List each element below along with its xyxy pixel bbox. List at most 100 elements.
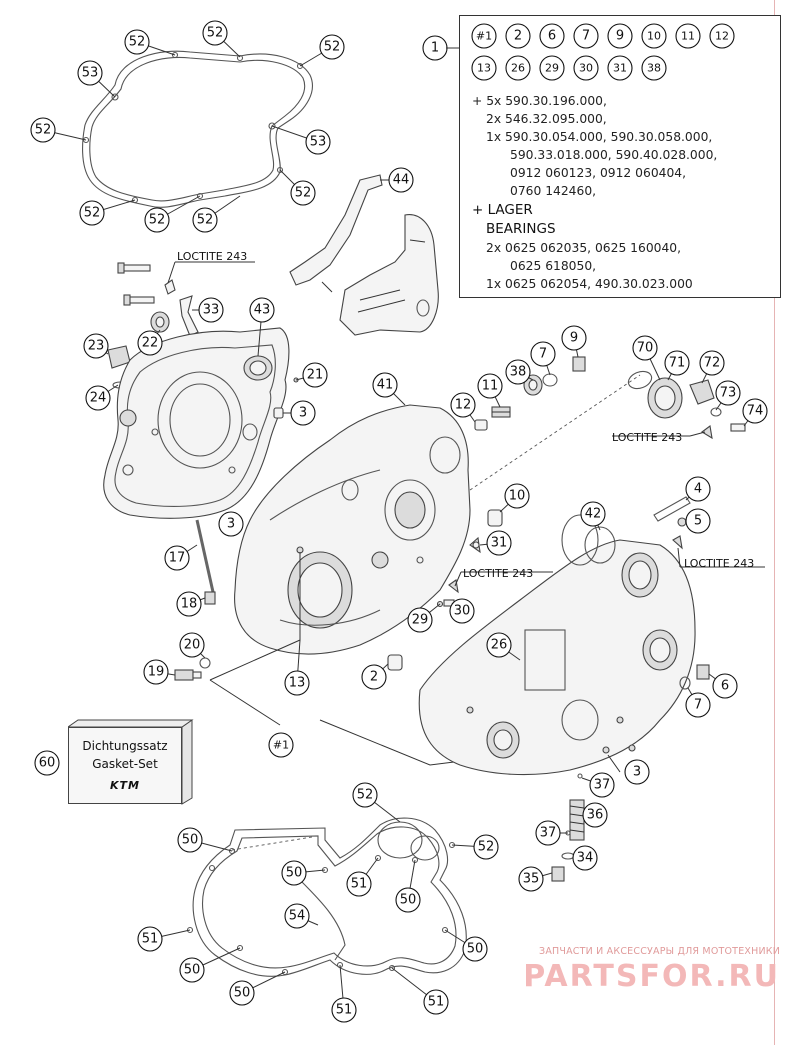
callout-5[interactable]: 5 bbox=[685, 508, 711, 534]
callout-50[interactable]: 50 bbox=[179, 957, 205, 983]
callout-52[interactable]: 52 bbox=[124, 29, 150, 55]
callout-73[interactable]: 73 bbox=[715, 380, 741, 406]
callout-24[interactable]: 24 bbox=[85, 385, 111, 411]
callout-30[interactable]: 30 bbox=[449, 598, 475, 624]
callout-51[interactable]: 51 bbox=[137, 926, 163, 952]
callout-37[interactable]: 37 bbox=[589, 772, 615, 798]
callout-52[interactable]: 52 bbox=[473, 834, 499, 860]
svg-text:20: 20 bbox=[184, 638, 201, 653]
callout-7[interactable]: 7 bbox=[530, 341, 556, 367]
callout-23[interactable]: 23 bbox=[83, 333, 109, 359]
gasket-box-top bbox=[68, 719, 194, 728]
contents-line: 2x 0625 062035, 0625 160040, bbox=[486, 241, 682, 255]
callout-41[interactable]: 41 bbox=[372, 372, 398, 398]
loctite-label-right-top: LOCTITE 243 bbox=[612, 431, 682, 444]
callout-31[interactable]: 31 bbox=[486, 530, 512, 556]
callout-19[interactable]: 19 bbox=[143, 659, 169, 685]
svg-text:44: 44 bbox=[393, 173, 410, 188]
callout-43[interactable]: 43 bbox=[249, 297, 275, 323]
callout-50[interactable]: 50 bbox=[462, 936, 488, 962]
callout-13[interactable]: 13 bbox=[284, 670, 310, 696]
callout-4[interactable]: 4 bbox=[685, 476, 711, 502]
callout-37[interactable]: 37 bbox=[535, 820, 561, 846]
svg-text:50: 50 bbox=[182, 833, 199, 848]
callout-33[interactable]: 33 bbox=[198, 297, 224, 323]
contents-item-9[interactable]: 9 bbox=[607, 23, 633, 49]
contents-item-29[interactable]: 29 bbox=[539, 55, 565, 81]
callout-52[interactable]: 52 bbox=[79, 200, 105, 226]
callout-74[interactable]: 74 bbox=[742, 398, 768, 424]
contents-item-12[interactable]: 12 bbox=[709, 23, 735, 49]
contents-line: 0912 060123, 0912 060404, bbox=[510, 166, 687, 180]
svg-text:5: 5 bbox=[694, 514, 702, 529]
contents-item-26[interactable]: 26 bbox=[505, 55, 531, 81]
contents-item-31[interactable]: 31 bbox=[607, 55, 633, 81]
callout-3[interactable]: 3 bbox=[624, 759, 650, 785]
callout-29[interactable]: 29 bbox=[407, 607, 433, 633]
callout-36[interactable]: 36 bbox=[582, 802, 608, 828]
callout-18[interactable]: 18 bbox=[176, 591, 202, 617]
contents-item-10[interactable]: 10 bbox=[641, 23, 667, 49]
callout-70[interactable]: 70 bbox=[632, 335, 658, 361]
contents-item-number: 10 bbox=[647, 30, 661, 43]
callout-3[interactable]: 3 bbox=[218, 511, 244, 537]
callout-21[interactable]: 21 bbox=[302, 362, 328, 388]
callout-72[interactable]: 72 bbox=[699, 350, 725, 376]
callout-20[interactable]: 20 bbox=[179, 632, 205, 658]
svg-text:11: 11 bbox=[482, 379, 499, 394]
contents-line: 1x 0625 062054, 490.30.023.000 bbox=[486, 277, 693, 291]
callout-51[interactable]: 51 bbox=[346, 871, 372, 897]
callout-51[interactable]: 51 bbox=[423, 989, 449, 1015]
contents-item-11[interactable]: 11 bbox=[675, 23, 701, 49]
callout-17[interactable]: 17 bbox=[164, 545, 190, 571]
callout-50[interactable]: 50 bbox=[395, 887, 421, 913]
contents-item-6[interactable]: 6 bbox=[539, 23, 565, 49]
callout-9[interactable]: 9 bbox=[561, 325, 587, 351]
callout-44[interactable]: 44 bbox=[388, 167, 414, 193]
callout-6[interactable]: 6 bbox=[712, 673, 738, 699]
svg-text:37: 37 bbox=[540, 826, 557, 841]
callout-52[interactable]: 52 bbox=[202, 20, 228, 46]
callout-34[interactable]: 34 bbox=[572, 845, 598, 871]
contents-item-38[interactable]: 38 bbox=[641, 55, 667, 81]
callout-assembly-1[interactable]: #1 bbox=[268, 732, 294, 758]
callout-52[interactable]: 52 bbox=[352, 782, 378, 808]
callout-12[interactable]: 12 bbox=[450, 392, 476, 418]
callout-52[interactable]: 52 bbox=[144, 207, 170, 233]
callout-52[interactable]: 52 bbox=[290, 180, 316, 206]
callout-3[interactable]: 3 bbox=[290, 400, 316, 426]
callout-7[interactable]: 7 bbox=[685, 692, 711, 718]
callout-71[interactable]: 71 bbox=[664, 350, 690, 376]
callout-50[interactable]: 50 bbox=[281, 860, 307, 886]
callout-50[interactable]: 50 bbox=[177, 827, 203, 853]
svg-text:50: 50 bbox=[286, 866, 303, 881]
callout-42[interactable]: 42 bbox=[580, 501, 606, 527]
contents-item-13[interactable]: 13 bbox=[471, 55, 497, 81]
callout-11[interactable]: 11 bbox=[477, 373, 503, 399]
gasket-set-box[interactable]: Dichtungssatz Gasket-Set KTM bbox=[68, 727, 182, 804]
callout-53[interactable]: 53 bbox=[77, 60, 103, 86]
contents-item-2[interactable]: 2 bbox=[505, 23, 531, 49]
callout-22[interactable]: 22 bbox=[137, 330, 163, 356]
contents-line: + 5x 590.30.196.000, bbox=[472, 94, 607, 108]
gasket-box-side bbox=[181, 720, 193, 805]
callout-52[interactable]: 52 bbox=[319, 34, 345, 60]
callout-52[interactable]: 52 bbox=[192, 207, 218, 233]
callout-10[interactable]: 10 bbox=[504, 483, 530, 509]
contents-item-30[interactable]: 30 bbox=[573, 55, 599, 81]
svg-text:70: 70 bbox=[637, 341, 654, 356]
contents-heading-bearings: BEARINGS bbox=[486, 221, 556, 237]
contents-item-assembly-1[interactable]: #1 bbox=[471, 23, 497, 49]
callout-52[interactable]: 52 bbox=[30, 117, 56, 143]
callout-2[interactable]: 2 bbox=[361, 664, 387, 690]
callout-26[interactable]: 26 bbox=[486, 632, 512, 658]
callout-60[interactable]: 60 bbox=[34, 750, 60, 776]
callout-50[interactable]: 50 bbox=[229, 980, 255, 1006]
callout-51[interactable]: 51 bbox=[331, 997, 357, 1023]
callout-54[interactable]: 54 bbox=[284, 903, 310, 929]
callout-35[interactable]: 35 bbox=[518, 866, 544, 892]
contents-item-7[interactable]: 7 bbox=[573, 23, 599, 49]
callout-53[interactable]: 53 bbox=[305, 129, 331, 155]
callout-38[interactable]: 38 bbox=[505, 359, 531, 385]
svg-text:3: 3 bbox=[633, 765, 641, 780]
